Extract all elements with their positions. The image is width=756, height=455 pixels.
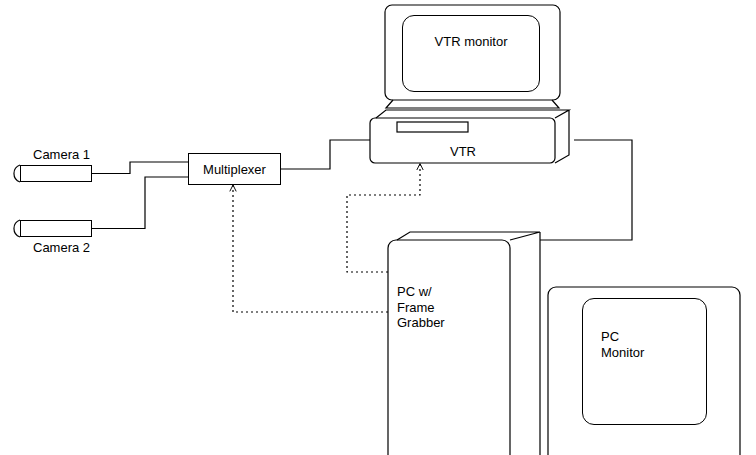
monitor-housing <box>548 287 740 455</box>
signal-wire <box>92 162 188 174</box>
vtr-deck: VTR <box>370 110 574 164</box>
pc-tower-front <box>388 240 510 455</box>
monitor-screen: VTR monitor <box>402 15 540 92</box>
pc-tower-side <box>397 232 540 455</box>
node-label: PC w/ Frame Grabber <box>397 284 455 331</box>
monitor-screen: PC Monitor <box>582 298 707 425</box>
control-line <box>233 185 388 312</box>
multiplexer-box: Multiplexer <box>188 153 281 185</box>
node-label: Camera 1 <box>33 147 103 163</box>
node-label: Multiplexer <box>195 162 274 178</box>
tape-slot <box>397 122 468 132</box>
monitor-housing <box>385 5 560 100</box>
signal-wire <box>281 140 370 169</box>
node-label: VTR monitor <box>433 34 509 50</box>
node-label: Camera 2 <box>33 240 103 256</box>
pc-tower: PC w/ Frame Grabber <box>388 232 540 455</box>
node-label: PC Monitor <box>601 329 657 360</box>
monitor-stand <box>386 100 559 108</box>
camera-body: Camera 1 <box>20 165 92 182</box>
camera-body: Camera 2 <box>20 220 92 237</box>
signal-wire <box>92 177 188 229</box>
control-line <box>347 164 420 272</box>
signal-wire <box>540 140 632 240</box>
node-label: VTR <box>450 144 574 160</box>
